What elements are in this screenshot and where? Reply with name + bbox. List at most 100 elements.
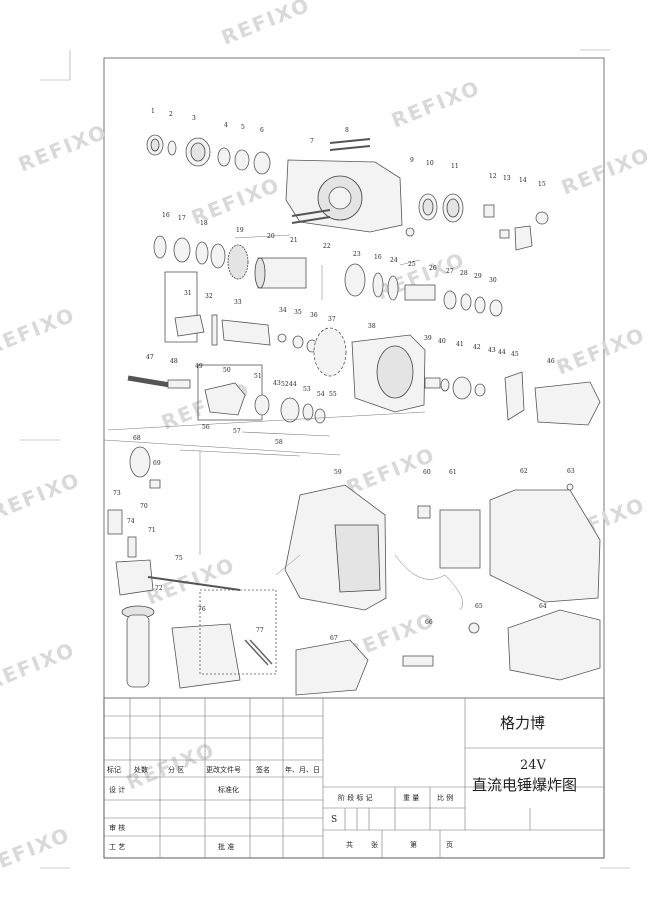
part-number: 24 [390,257,398,264]
part-shape [534,381,601,426]
part-shape [217,147,231,167]
part-number: 57 [233,428,241,435]
part-number: 11 [451,163,459,170]
label-stage-mark: 阶 段 标 记 [338,793,373,802]
part-number: 9 [410,157,414,164]
part-shape [499,229,510,239]
part-number: 67 [330,635,338,642]
part-shape [249,639,273,665]
part-shape [452,376,472,400]
label-page: 页 [446,841,453,849]
part-number: 17 [178,215,186,222]
part-shape [204,382,246,416]
part-number: 7 [310,138,314,145]
part-number: 8 [345,127,349,134]
stage-s: S [331,815,337,825]
part-number: 42 [473,344,481,351]
title-block: 格力博 24V 直流电锤爆炸图 标记 处数 分 区 更改文件号 签名 年、月、日… [103,697,605,859]
part-shape [179,449,301,457]
part-shape [440,378,450,392]
part-shape [291,209,331,217]
part-number: 28 [460,270,468,277]
part-number: 27 [446,268,454,275]
part-number: 72 [155,585,163,592]
part-number: 49 [195,363,203,370]
part-number: 18 [200,220,208,227]
part-shape [302,403,314,421]
part-shape [221,319,271,346]
part-shape [329,145,371,151]
part-shape [314,408,326,424]
part-number: 3 [192,115,196,122]
watermark: REFIXO [558,142,651,199]
part-shape [446,198,460,218]
part-number: 53 [303,386,311,393]
gear-train [153,235,503,343]
part-shape [257,257,307,289]
part-shape [244,639,269,666]
part-number: 73 [113,490,121,497]
part-number: 34 [279,307,287,314]
part-numbers: 1 2 3 4 5 6 7 8 9 10 11 12 13 14 15 16 1… [113,108,575,642]
label-change-doc: 更改文件号 [206,765,241,774]
part-number: 10 [426,160,434,167]
part-number: 36 [310,312,318,319]
part-shape [129,446,151,478]
part-number: 1 [151,108,155,115]
part-number: 21 [290,237,298,244]
part-number: 48 [170,358,178,365]
part-shape [417,505,431,519]
part-shape [474,383,486,397]
part-number: 61 [449,469,457,476]
drawing-title: 直流电锤爆炸图 [472,776,577,794]
part-number: 19 [236,227,244,234]
watermark: REFIXO [388,75,484,132]
sub-frame [199,589,277,675]
part-number: 46 [547,358,555,365]
part-shape [295,639,369,696]
part-number: 25 [408,261,416,268]
part-number: 4 [224,122,228,129]
part-shape [173,237,191,263]
part-number: 45 [511,351,519,358]
part-shape [404,284,436,301]
label-signature: 签名 [256,765,270,774]
part-shape [394,554,464,611]
part-shape [126,614,150,688]
part-shape [253,151,271,175]
part-number: 12 [489,173,497,180]
part-number: 60 [423,469,431,476]
label-standardize: 标准化 [218,785,239,794]
part-shape [328,186,352,210]
part-number: 39 [424,335,432,342]
part-shape [234,149,250,171]
part-shape [211,314,218,346]
part-number: 6 [260,127,264,134]
label-scale: 比 例 [437,793,453,802]
side-handle-assembly [107,446,273,689]
watermark: REFIXO [553,322,649,379]
label-process: 工 艺 [109,843,125,851]
part-shape [149,479,161,489]
part-number: 37 [328,316,336,323]
watermark: REFIXO [218,0,314,50]
part-shape [280,397,300,423]
watermark: REFIXO [15,119,111,176]
crop-marks [20,49,630,869]
part-number: 14 [519,177,527,184]
sub-frame [197,364,263,421]
part-number: 43 [488,347,496,354]
part-shape [489,489,601,603]
part-number: 50 [223,367,231,374]
part-number: 33 [234,299,242,306]
part-number: 77 [256,627,264,634]
part-shape [504,371,525,421]
watermark: REFIXO [143,552,239,609]
part-number: 20 [267,233,275,240]
drawing-voltage: 24V [520,758,547,773]
watermark: REFIXO [0,302,79,359]
part-shape [372,272,384,298]
part-number: 26 [429,265,437,272]
part-shape [153,235,167,259]
